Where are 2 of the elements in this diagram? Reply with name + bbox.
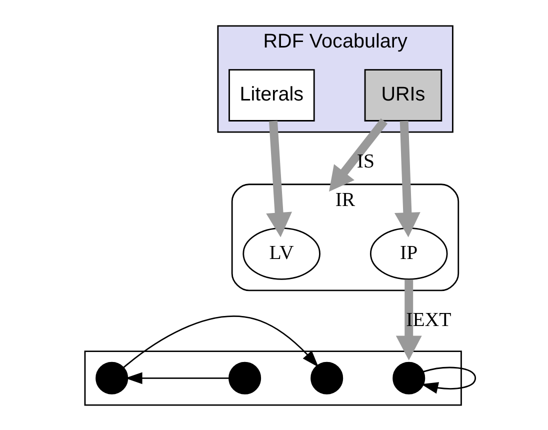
edge-label: IEXT	[406, 308, 451, 331]
edge-label: IS	[356, 150, 374, 172]
